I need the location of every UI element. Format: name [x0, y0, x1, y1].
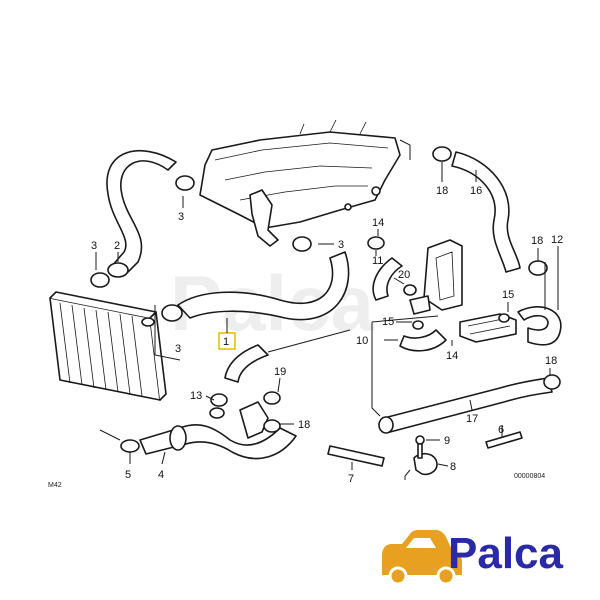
callout-12: 12	[551, 234, 563, 246]
hose-13	[209, 344, 269, 419]
hose-12	[517, 306, 562, 346]
drawing-number: 00000804	[514, 473, 545, 480]
callout-18a: 18	[436, 185, 448, 197]
callout-16: 16	[470, 185, 482, 197]
callout-3a: 3	[178, 211, 184, 223]
hose-4	[120, 391, 297, 460]
hose-2	[90, 149, 195, 288]
callout-18c: 18	[545, 355, 557, 367]
callout-17: 17	[466, 413, 478, 425]
clip-6	[485, 431, 523, 449]
callout-9: 9	[444, 435, 450, 447]
hose-1	[161, 236, 350, 322]
callout-2: 2	[114, 240, 120, 252]
callout-6: 6	[498, 424, 504, 436]
leader-lines	[99, 139, 546, 480]
callout-7: 7	[348, 473, 354, 485]
callout-10: 10	[356, 335, 368, 347]
callout-20: 20	[398, 269, 410, 281]
drawing-code: M42	[48, 482, 62, 489]
pipe-14	[459, 313, 517, 343]
callout-1: 1	[223, 336, 229, 348]
callout-3b: 3	[91, 240, 97, 252]
hose-10	[399, 320, 447, 352]
car-icon	[382, 530, 462, 586]
expansion-tank-bracket	[409, 239, 463, 315]
callout-18d: 18	[298, 419, 310, 431]
hose-11	[367, 236, 417, 301]
logo-text: Palca	[448, 529, 564, 578]
callout-11: 11	[372, 255, 383, 267]
callout-19: 19	[274, 366, 286, 378]
callout-13: 13	[190, 390, 202, 402]
clamp-8	[413, 435, 438, 476]
callout-18b: 18	[531, 235, 543, 247]
callout-5: 5	[125, 469, 131, 481]
palca-logo: Palca	[382, 529, 564, 586]
engine-block	[199, 119, 401, 247]
callout-14b: 14	[446, 350, 458, 362]
pipe-17	[378, 374, 561, 434]
callout-3d: 3	[175, 343, 181, 355]
callout-14a: 14	[372, 217, 384, 229]
callout-4: 4	[158, 469, 164, 481]
callout-8: 8	[450, 461, 456, 473]
callout-15b: 15	[502, 289, 514, 301]
callout-15a: 15	[382, 316, 394, 328]
callout-3c: 3	[338, 239, 344, 251]
hose-16	[432, 146, 548, 276]
callouts: 1 2 3 3 3 3 4 5 6 7 8 9 10 11 12 13 14	[91, 162, 563, 485]
radiator	[49, 291, 167, 401]
pipe-7	[327, 445, 385, 467]
